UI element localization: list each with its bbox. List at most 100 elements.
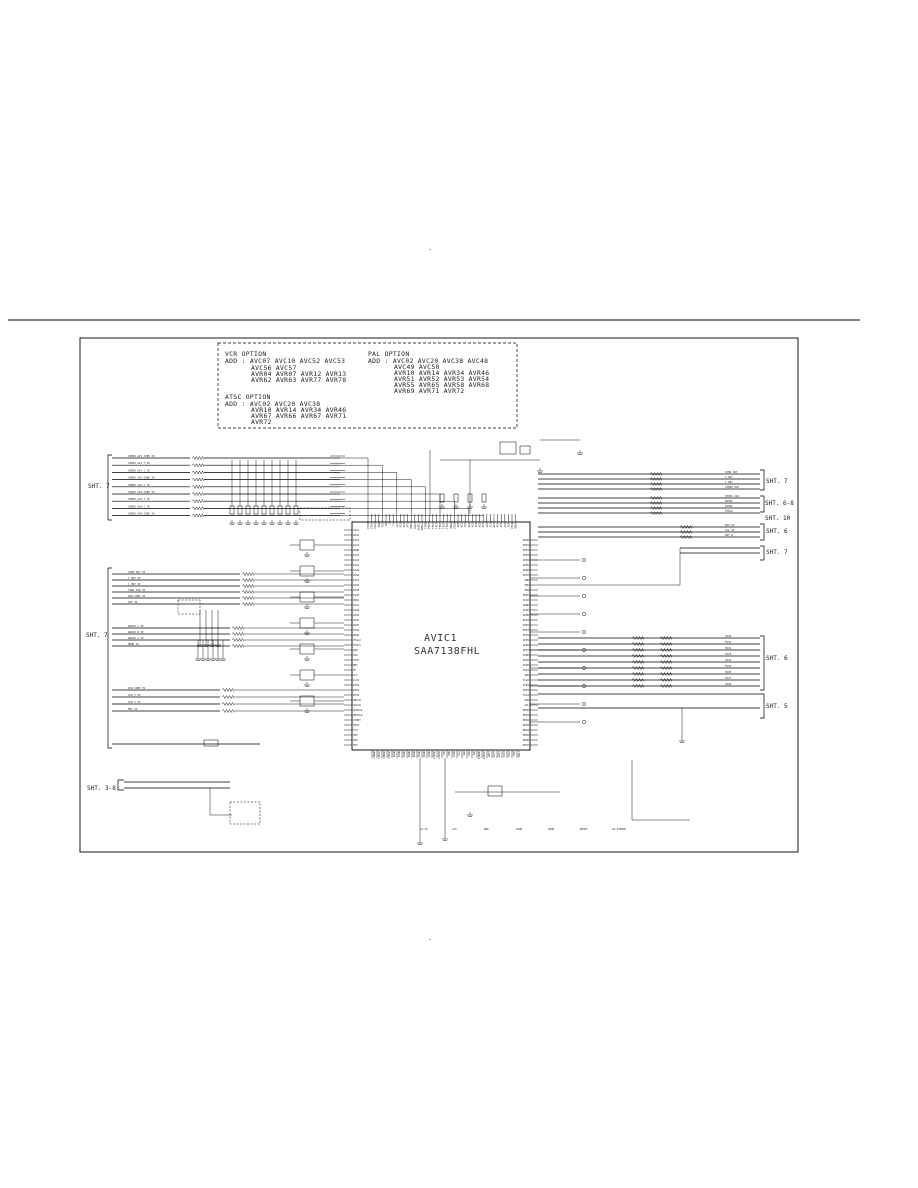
output-net-label: YUV7 [725,676,732,680]
input-net-label: AUDIO_L_3V [128,624,144,628]
ic-right-pin-label: IPD4 [523,633,530,637]
reset-ic [487,785,503,797]
ic-top-pin-label: TEST2 [434,521,438,529]
ic-top-pin-label: AI22 [470,521,474,528]
sheet-ref-right-3: SHT. 10 [765,515,791,522]
ic-right-pin-label: IPD2 [523,623,530,627]
ic-left-pin-label: AI32 [353,583,360,587]
ic-right-pin-label: IGPH [523,653,530,657]
output-net-label: SCL_5V [725,528,735,532]
ic-top-pin-label: RTCO [406,521,410,528]
resistor [659,641,673,647]
atsc-option-line: AVR67 AVR66 AVR67 AVR71 [251,412,346,420]
ic-right-pin-label: XPD0 [523,538,530,542]
ic-top-pin-label: ALRCLK [416,521,420,531]
vcr-option-title: VCR OPTION [225,350,266,358]
sheet-ref-left-bottom: SHT. 3-8 [87,785,116,792]
ic-right-pin-label: XRV [524,583,529,587]
ic-right-pin-label: XRDY [523,593,530,597]
pal-option-note: PAL OPTION ADD : AVC02 AVC20 AVC38 AVC48… [368,350,489,395]
test-point [582,720,586,724]
ic-bottom-pin-label: IGPV [492,751,496,758]
ic-bottom-pin-label: ITRI [517,751,521,758]
resistor [241,583,255,589]
ic-left-pin-label: AGND [353,548,360,552]
capacitor [237,505,243,515]
input-net-label: VIDEO_AV3_CVBS_3V [128,490,155,494]
support-ic [299,617,315,629]
ic-left-pin-label: ASCLK [353,703,361,707]
ic-right-pin-label: IPD3 [523,628,530,632]
output-net-label: VIDEO_OUT [725,485,739,489]
ic-reference: AVIC1 [424,633,457,644]
ic-top-pin-label: VDDX [377,521,381,528]
resistor [679,534,693,540]
resistor [221,701,235,707]
ic-right-pin-label: XPD3 [523,553,530,557]
ic-top-pin-label: LLC [391,521,395,526]
ic-left-pin-label: XTALI [353,638,361,642]
ic-right-pin-label: ITRI [523,683,530,687]
ic-left-pin-label: RTCO [353,693,360,697]
ic-top-pin-label: RTS0 [398,521,402,528]
resistor [649,505,663,511]
bottom-net-label: 24.576MHz [612,827,626,831]
ic-left-pin-label: VSSA [353,573,360,577]
vcr-option-line: ADD : AVC07 AVC10 AVC52 AVC53 [225,357,345,365]
input-net-label: VCR_C_3V [128,700,141,704]
ic-top-pin-label: TEST3 [438,521,442,529]
ic-top-pin-label: RES [384,521,388,526]
ic-top-pin-label: TEST0 [427,521,431,529]
output-net-label: YUV3 [725,652,732,656]
ic-top-pin-label: XTALI [370,521,374,529]
ic-top-pin-label: VSSX [380,521,384,528]
ic-right-pin-label: XRH [524,578,529,582]
ic-right-pin-label: SCL [524,703,529,707]
decoupling-cap [439,493,445,503]
pal-option-line: AVC49 AVC50 [394,363,440,371]
ic-right-pin-label: VDDE [523,603,530,607]
output-net-label: YUV1 [725,640,732,644]
input-net-label: VIDEO_AV1_Y_3V [128,461,150,465]
input-net-label: VIDEO_AV1_CVBS_3V [128,454,155,458]
resistor [231,625,245,631]
support-ic [299,591,315,603]
ic-top-pin-label: ASCLK [413,521,417,529]
resistor [241,571,255,577]
schematic-frame [79,337,799,853]
ic-top-pin-label: CE [388,521,392,525]
resistor [241,595,255,601]
ic-top-pin-label: RTS1 [402,521,406,528]
resistor [631,635,645,641]
ic-left-pin-label: AI21 [353,553,360,557]
ic-bottom-pin-label: TDO [467,751,471,756]
ic-right-pin-label: VDDI [523,688,530,692]
input-net-label: MONO_3V [128,642,139,646]
regulator [499,441,517,455]
output-net-label: VSYNC [725,504,733,508]
ic-top-pin-label: AI33 [488,521,492,528]
ic-left-pin-label: AI12 [353,533,360,537]
series-resistor [191,506,205,511]
resistor [649,495,663,501]
bottom-net-label: +3.3V [420,827,428,831]
resistor [659,665,673,671]
sheet-ref-right-5: SHT. 7 [766,549,788,556]
series-resistor [191,484,205,489]
capacitor [261,505,267,515]
output-net-label: YUV0 [725,634,732,638]
ic-right-pin-label: IPD1 [523,618,530,622]
ic-left-pin-label: RES [353,663,358,667]
output-net-label: CVBS_OUT [725,470,738,474]
ic-top-pin-label: AI24 [478,521,482,528]
support-ic [299,695,315,707]
ic-bottom-pin-label: HPD5 [417,751,421,758]
ic-right-pin-label: IGP0 [523,663,530,667]
ic-right-pin-label: IPD5 [523,638,530,642]
filter-block [203,739,219,747]
ic-right-pin-label: XPD5 [523,563,530,567]
sheet-ref-right-4: SHT. 6 [766,528,788,535]
resistor [241,601,255,607]
resistor [659,659,673,665]
